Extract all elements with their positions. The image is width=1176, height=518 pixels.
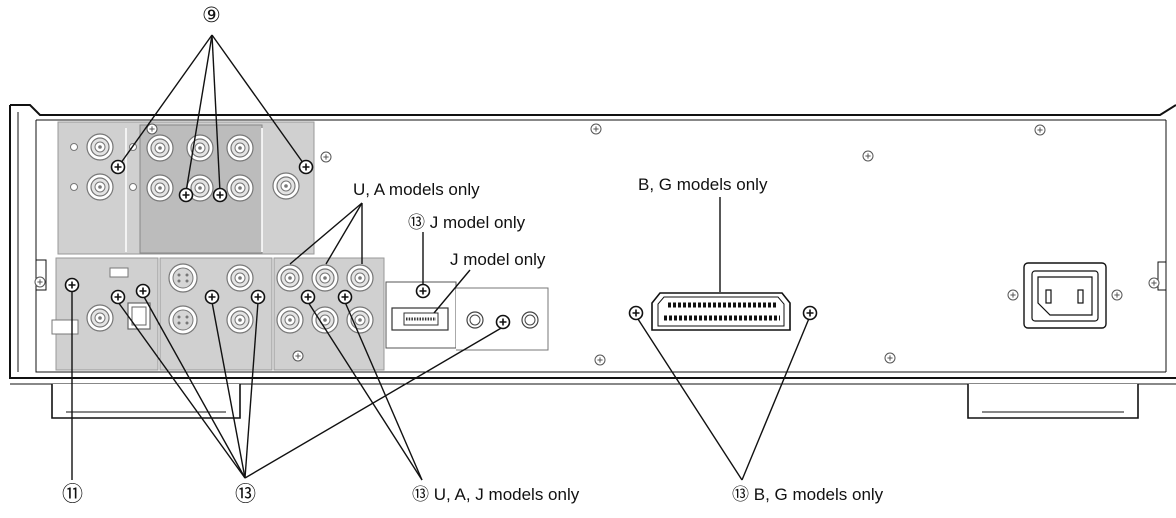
callout-13-uaj-number: ⑬ [412, 485, 429, 505]
callout-13-bg-number: ⑬ [732, 485, 749, 505]
callout-13-j-text: J model only [429, 213, 526, 232]
callout-13-j-number: ⑬ [408, 213, 425, 233]
callout-11: ⑪ [62, 482, 83, 506]
callout-13-bottom: ⑬ [235, 482, 256, 506]
callout-13-bg-text: B, G models only [753, 485, 884, 504]
label-ua-models-only: U, A models only [353, 180, 480, 199]
side-notch-right [1157, 261, 1166, 291]
label-j-model-only: J model only [450, 250, 546, 269]
callout-13-j: ⑬ J model only [408, 214, 525, 232]
callout-9: ⑨ [202, 3, 221, 27]
left-foot [51, 384, 241, 419]
callout-13-uaj: ⑬ U, A, J models only [412, 486, 579, 504]
digital-output-panel [51, 257, 159, 371]
scart-connector [651, 292, 791, 331]
right-foot [967, 384, 1139, 419]
side-notch-left [36, 259, 47, 291]
label-bg-models-only: B, G models only [638, 175, 768, 194]
video-output-panel [159, 257, 273, 371]
callout-13-uaj-text: U, A, J models only [433, 485, 580, 504]
ac-power-inlet [1007, 262, 1123, 329]
callout-13-bg: ⑬ B, G models only [732, 486, 883, 504]
callout-lines [71, 34, 811, 481]
j-model-connector [385, 281, 457, 349]
